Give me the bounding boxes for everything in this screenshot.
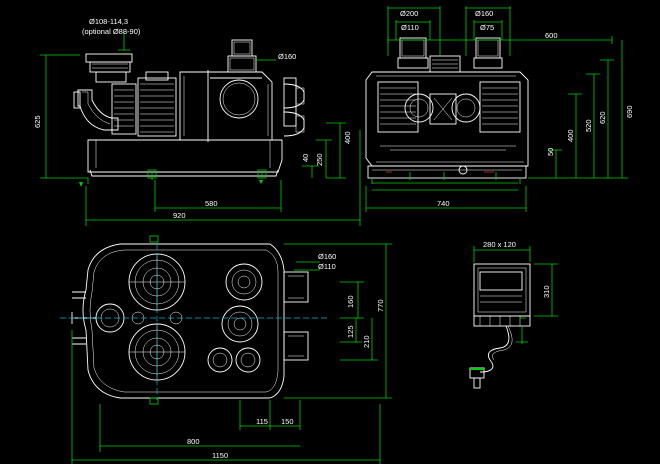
front-height-400-label: 400 (566, 129, 575, 142)
control-box-height-label: 310 (542, 285, 551, 298)
plan-dim-210-label: 210 (362, 335, 371, 348)
side-height-40-label: 40 (301, 154, 310, 162)
front-width-740-label: 740 (437, 199, 450, 208)
side-inlet-optional-label: (optional Ø88-90) (82, 27, 141, 36)
plan-dia-160-label: Ø160 (318, 252, 336, 261)
side-view (73, 39, 305, 187)
plan-dim-115-label: 115 (256, 417, 268, 426)
side-inlet-diameter-label: Ø108-114,3 (89, 17, 128, 26)
front-width-600-label: 600 (545, 31, 558, 40)
front-height-520-label: 520 (584, 119, 593, 132)
side-height-250-label: 250 (315, 153, 324, 166)
side-height-400-label: 400 (343, 131, 352, 144)
side-height-625-label: 625 (33, 115, 42, 128)
plan-dim-125-label: 125 (346, 325, 355, 338)
front-height-50-label: 50 (546, 148, 555, 156)
front-dia-110-label: Ø110 (401, 23, 419, 32)
plan-dim-1150-label: 1150 (212, 451, 228, 460)
side-width-580-label: 580 (205, 199, 218, 208)
control-box-dimensions (473, 246, 558, 317)
front-view-dimensions (365, 6, 628, 212)
side-view-dimensions (40, 32, 361, 226)
front-height-620-label: 620 (598, 111, 607, 124)
side-outlet-diameter-label: Ø160 (278, 52, 296, 61)
plan-dia-110-label: Ø110 (318, 262, 336, 271)
plan-view-dimensions (71, 243, 392, 464)
plan-view (60, 235, 330, 405)
front-view (365, 37, 529, 184)
control-box (469, 263, 531, 389)
side-width-920-label: 920 (173, 211, 186, 220)
control-box-size-label: 280 x 120 (483, 240, 516, 249)
front-dia-200-label: Ø200 (400, 9, 418, 18)
plan-dim-150-label: 150 (281, 417, 294, 426)
plan-dim-160-label: 160 (346, 295, 355, 308)
front-dia-160-label: Ø160 (475, 9, 493, 18)
plan-dim-770-label: 770 (376, 299, 385, 312)
front-height-690-label: 690 (625, 105, 634, 118)
front-dia-75-label: Ø75 (480, 23, 494, 32)
plan-dim-800-label: 800 (187, 437, 200, 446)
